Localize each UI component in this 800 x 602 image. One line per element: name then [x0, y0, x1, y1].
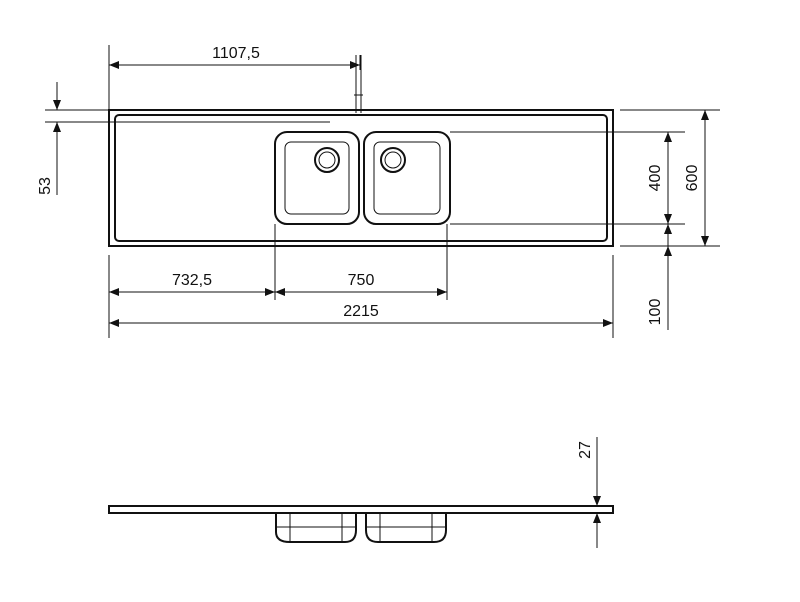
countertop-outline: [108, 109, 614, 247]
left-bowl: [274, 131, 360, 225]
dim-600-label: 600: [684, 165, 701, 192]
dim-2215-label: 2215: [343, 303, 379, 320]
countertop-inner-edge: [114, 114, 608, 242]
dim-1107-label: 1107,5: [212, 45, 260, 62]
dim-53-label: 53: [37, 177, 54, 195]
dim-400-label: 400: [647, 165, 664, 192]
dim-100-label: 100: [647, 299, 664, 326]
dim-732-label: 732,5: [172, 272, 212, 289]
top-view: 1107,5 53 400 600 100 732,5 750 2215: [37, 45, 720, 338]
faucet: [354, 55, 363, 113]
right-bowl: [363, 131, 451, 225]
right-bowl-side: [365, 513, 447, 543]
left-bowl-side: [275, 513, 357, 543]
drain-icon: [380, 147, 406, 173]
dim-27-label: 27: [577, 441, 594, 459]
side-view: 27: [108, 437, 614, 548]
countertop-side: [108, 505, 614, 514]
dim-750-label: 750: [348, 272, 375, 289]
drain-icon: [314, 147, 340, 173]
